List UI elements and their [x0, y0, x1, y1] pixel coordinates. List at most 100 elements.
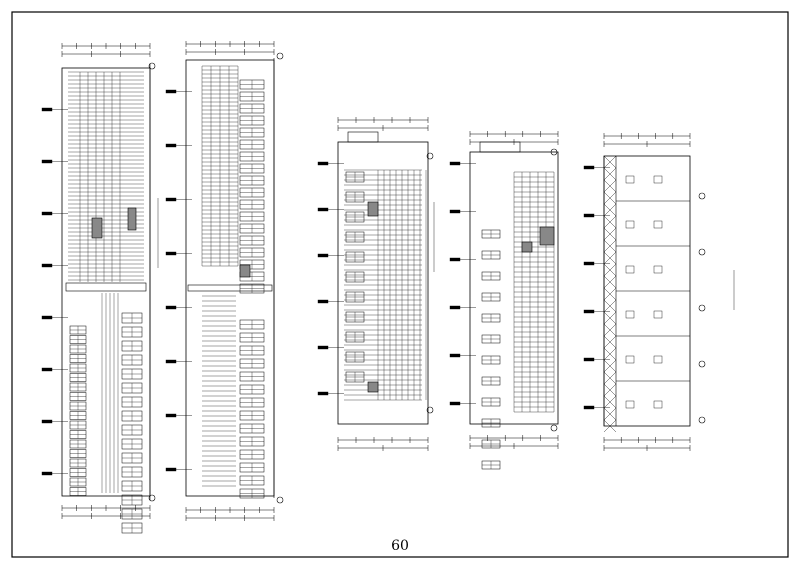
annotation-mark [317, 391, 329, 396]
axis-bubble [276, 496, 284, 504]
annotation-mark [41, 471, 53, 476]
annotation-mark [449, 257, 461, 262]
annotation-mark [165, 359, 177, 364]
axis-bubble [276, 52, 284, 60]
annotation-mark [583, 261, 595, 266]
panel [367, 381, 379, 393]
truss-web [603, 155, 617, 169]
panel [127, 207, 137, 231]
panel [539, 226, 555, 246]
annotation-mark [41, 315, 53, 320]
annotation-mark [41, 263, 53, 268]
truss-web [603, 419, 617, 433]
truss-web [603, 371, 617, 385]
building-outline [337, 141, 429, 425]
panel [521, 241, 533, 253]
annotation-mark [449, 209, 461, 214]
annotation-mark [449, 305, 461, 310]
elevation-3-drawing [317, 117, 435, 451]
annotation-mark [317, 345, 329, 350]
sheet-border [11, 11, 789, 558]
truss-web [603, 179, 617, 193]
truss-web [603, 167, 617, 181]
floor-band [187, 284, 273, 292]
opening [625, 355, 635, 364]
elevation-1-drawing [41, 43, 159, 534]
annotation-mark [449, 401, 461, 406]
opening [653, 220, 663, 229]
opening [625, 400, 635, 409]
truss-web [603, 299, 617, 313]
annotation-mark [317, 299, 329, 304]
axis-bubble [698, 416, 706, 424]
annotation-mark [317, 253, 329, 258]
elevation-2-drawing [165, 41, 284, 521]
building-outline [185, 59, 275, 497]
panel [367, 201, 379, 217]
truss-web [603, 203, 617, 217]
elevation-4-drawing [449, 131, 559, 470]
annotation-mark [165, 413, 177, 418]
panel [91, 217, 103, 239]
annotation-mark [583, 357, 595, 362]
opening [653, 265, 663, 274]
annotation-mark [41, 419, 53, 424]
truss-web [603, 215, 617, 229]
annotation-mark [317, 161, 329, 166]
axis-bubble [550, 148, 558, 156]
axis-bubble [698, 192, 706, 200]
truss-web [603, 407, 617, 421]
truss-web [603, 311, 617, 325]
truss-web [603, 239, 617, 253]
opening [653, 355, 663, 364]
annotation-mark [165, 251, 177, 256]
opening [625, 265, 635, 274]
opening [653, 310, 663, 319]
panel [239, 264, 251, 278]
annotation-mark [41, 211, 53, 216]
truss-web [603, 275, 617, 289]
truss-web [603, 335, 617, 349]
truss-web [603, 251, 617, 265]
axis-bubble [698, 248, 706, 256]
annotation-mark [449, 353, 461, 358]
roof-parapet [347, 131, 379, 143]
truss-web [603, 383, 617, 397]
annotation-mark [165, 467, 177, 472]
floor-band [65, 282, 147, 292]
annotation-mark [583, 405, 595, 410]
annotation-mark [41, 367, 53, 372]
truss-web [603, 359, 617, 373]
axis-bubble [426, 152, 434, 160]
annotation-mark [165, 89, 177, 94]
annotation-mark [449, 161, 461, 166]
truss-web [603, 323, 617, 337]
annotation-mark [165, 305, 177, 310]
annotation-mark [41, 107, 53, 112]
truss-web [603, 287, 617, 301]
opening [625, 310, 635, 319]
annotation-mark [317, 207, 329, 212]
opening [653, 175, 663, 184]
page-number: 60 [391, 538, 409, 554]
truss-web [603, 263, 617, 277]
opening [625, 220, 635, 229]
opening [625, 175, 635, 184]
axis-bubble [698, 304, 706, 312]
axis-bubble [550, 424, 558, 432]
annotation-mark [41, 159, 53, 164]
axis-bubble [426, 406, 434, 414]
annotation-mark [583, 309, 595, 314]
axis-bubble [698, 360, 706, 368]
annotation-mark [583, 213, 595, 218]
axis-bubble [148, 494, 156, 502]
truss-web [603, 347, 617, 361]
truss-web [603, 227, 617, 241]
truss-web [603, 191, 617, 205]
annotation-mark [165, 143, 177, 148]
opening [653, 400, 663, 409]
section-1-drawing [583, 133, 735, 451]
axis-bubble [148, 62, 156, 70]
annotation-mark [165, 197, 177, 202]
